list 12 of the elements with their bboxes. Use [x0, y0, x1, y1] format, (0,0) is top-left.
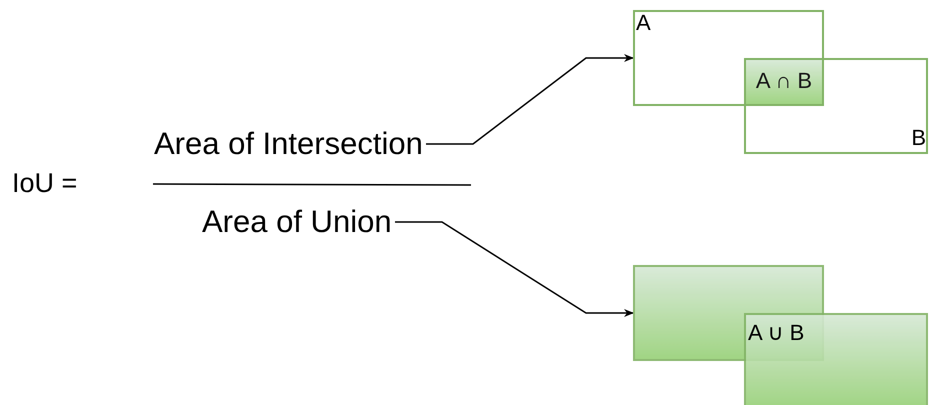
set-label: B — [911, 124, 926, 150]
set-label: A ∩ B — [754, 68, 814, 94]
set-label: A — [636, 10, 651, 36]
union-box — [744, 313, 928, 405]
formula-text: Area of Intersection — [154, 126, 423, 162]
union-label: A ∪ B — [748, 320, 804, 346]
arrow — [426, 54, 634, 145]
set-box — [744, 58, 928, 154]
arrow — [395, 221, 634, 317]
set-box — [633, 10, 824, 106]
equation-label: IoU = — [12, 168, 78, 200]
formula-text: Area of Union — [202, 204, 392, 240]
